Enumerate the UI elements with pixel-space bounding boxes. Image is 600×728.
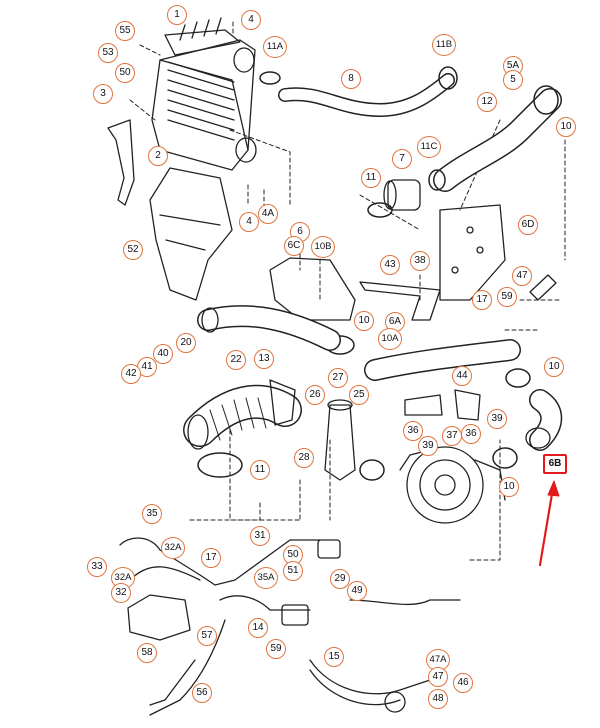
callout-label: 4A (258, 204, 278, 224)
callout-label: 40 (153, 344, 173, 364)
callout-label: 10A (378, 328, 402, 350)
callout-label: 31 (250, 526, 270, 546)
callout-label: 8 (341, 69, 361, 89)
callout-label: 38 (410, 251, 430, 271)
callout-label: 11B (432, 34, 456, 56)
callout-label: 35A (254, 567, 278, 589)
callout-label: 39 (418, 436, 438, 456)
callout-label: 4 (239, 212, 259, 232)
callout-label: 5 (503, 70, 523, 90)
callout-label: 22 (226, 350, 246, 370)
callout-label: 39 (487, 409, 507, 429)
callout-label: 55 (115, 21, 135, 41)
callout-label: 10B (311, 236, 335, 258)
callout-label: 50 (115, 63, 135, 83)
callout-label: 32 (111, 583, 131, 603)
bracket-drawing (107, 119, 135, 206)
callout-label: 47 (428, 667, 448, 687)
callout-label: 11 (250, 460, 270, 480)
callout-label: 12 (477, 92, 497, 112)
callout-label: 13 (254, 349, 274, 369)
air-guide-drawing (149, 167, 233, 301)
callout-label: 3 (93, 84, 113, 104)
callout-label: 11A (263, 36, 287, 58)
callout-label: 28 (294, 448, 314, 468)
callout-label: 11C (417, 136, 441, 158)
callout-label: 51 (283, 561, 303, 581)
callout-label: 26 (305, 385, 325, 405)
callout-label: 44 (452, 366, 472, 386)
callout-label: 47A (426, 649, 450, 671)
callout-label: 4 (241, 10, 261, 30)
callout-label: 37 (442, 426, 462, 446)
callout-label: 25 (349, 385, 369, 405)
callout-label: 27 (328, 368, 348, 388)
callout-label: 36 (461, 424, 481, 444)
callout-label: 53 (98, 43, 118, 63)
callout-label: 10 (556, 117, 576, 137)
callout-label: 57 (197, 626, 217, 646)
callout-label: 7 (392, 149, 412, 169)
callout-label: 52 (123, 240, 143, 260)
callout-label: 56 (192, 683, 212, 703)
highlighted-callout: 6B (543, 454, 567, 474)
callout-label: 47 (512, 266, 532, 286)
callout-label: 6C (284, 236, 304, 256)
callout-label: 35 (142, 504, 162, 524)
callout-label: 36 (403, 421, 423, 441)
callout-label: 10 (354, 311, 374, 331)
callout-label: 32A (161, 537, 185, 559)
callout-label: 59 (266, 639, 286, 659)
callout-label: 20 (176, 333, 196, 353)
intercooler-drawing (151, 17, 257, 171)
callout-label: 43 (380, 255, 400, 275)
callout-label: 42 (121, 364, 141, 384)
callout-label: 10 (499, 477, 519, 497)
callout-label: 33 (87, 557, 107, 577)
callout-label: 17 (201, 548, 221, 568)
callout-label: 1 (167, 5, 187, 25)
callout-label: 58 (137, 643, 157, 663)
callout-label: 11 (361, 168, 381, 188)
callout-label: 15 (324, 647, 344, 667)
callout-label: 6D (518, 215, 538, 235)
callout-label: 29 (330, 569, 350, 589)
callout-label: 10 (544, 357, 564, 377)
callout-label: 49 (347, 581, 367, 601)
callout-label: 59 (497, 287, 517, 307)
callout-label: 14 (248, 618, 268, 638)
callout-label: 2 (148, 146, 168, 166)
callout-label: 17 (472, 290, 492, 310)
callout-label: 48 (428, 689, 448, 709)
callout-label: 46 (453, 673, 473, 693)
